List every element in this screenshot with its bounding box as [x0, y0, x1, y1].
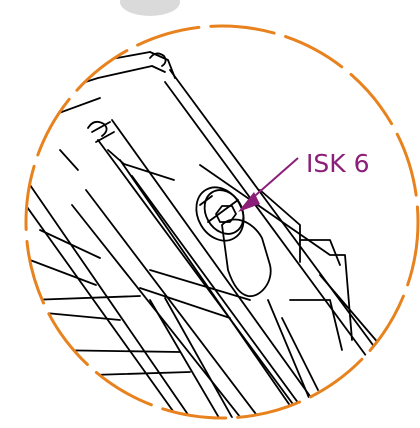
corner-fillets	[87, 52, 167, 137]
detail-circle	[24, 24, 420, 420]
callout: ISK 6	[238, 149, 370, 212]
callout-leader-line	[247, 157, 299, 203]
callout-arrowhead	[238, 192, 260, 212]
callout-label: ISK 6	[306, 149, 370, 178]
frame-rails	[26, 69, 385, 418]
cap-screw-head	[195, 186, 245, 242]
parent-view-marker	[120, 0, 180, 16]
side-bracket	[199, 164, 381, 406]
line-art	[26, 51, 385, 418]
top-profile	[26, 51, 176, 143]
